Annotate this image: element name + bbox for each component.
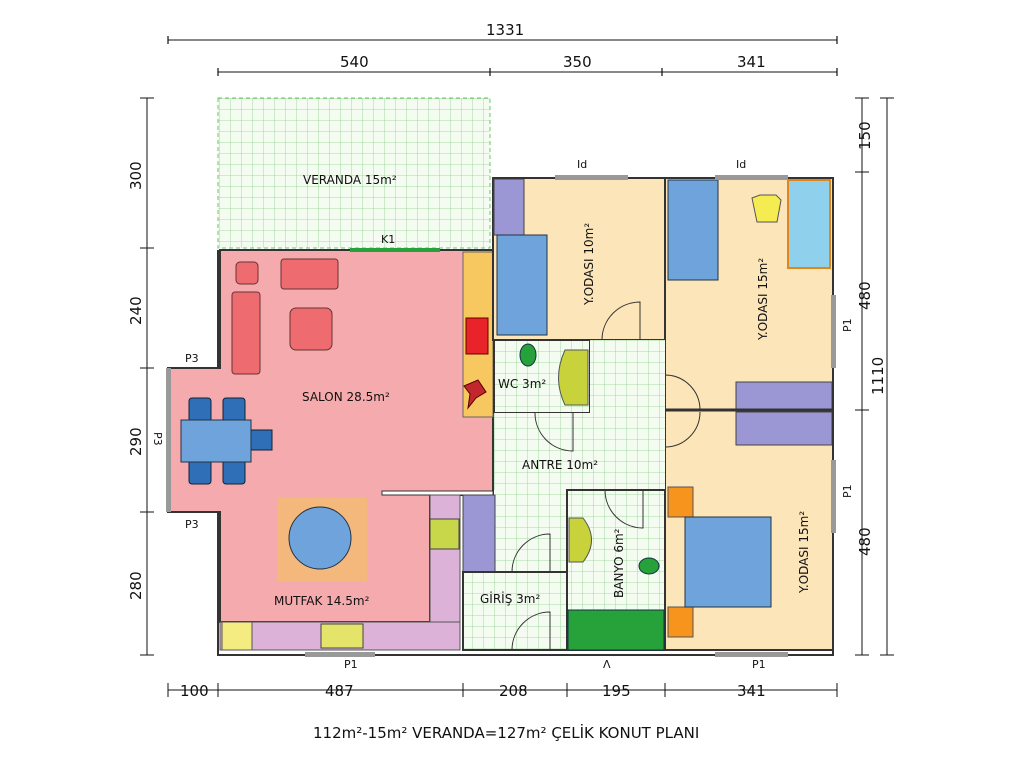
window-k1 xyxy=(350,248,440,252)
wardrobe-icon xyxy=(735,411,833,446)
giris-area xyxy=(462,571,568,651)
door-bedroom-top xyxy=(664,374,701,411)
stove-icon xyxy=(429,518,460,550)
wc-label: WC 3m² xyxy=(498,377,546,391)
dining-chair-end xyxy=(249,429,273,451)
nightstand-icon xyxy=(667,486,694,518)
bed-single-icon xyxy=(667,179,719,281)
desk-chair-icon xyxy=(751,194,782,223)
dim-left-4: 280 xyxy=(127,571,145,600)
window-label-p3-top: P3 xyxy=(185,352,199,365)
shoe-cabinet-icon xyxy=(462,494,496,573)
yodasi-top-label: Y.ODASI 15m² xyxy=(756,258,770,341)
dim-bottom-4: 195 xyxy=(602,682,631,700)
veranda-label: VERANDA 15m² xyxy=(303,173,397,187)
antre-area-upper xyxy=(590,340,665,413)
window-label-p1-right-bottom: P1 xyxy=(841,484,854,498)
door-wc xyxy=(534,412,574,452)
veranda-area xyxy=(217,97,491,249)
toilet-icon xyxy=(519,343,537,367)
mutfak-label: MUTFAK 14.5m² xyxy=(274,594,370,608)
dim-bottom-1: 100 xyxy=(180,682,209,700)
plan-caption: 112m²-15m² VERANDA=127m² ÇELİK KONUT PLA… xyxy=(313,723,699,742)
yodasi-bottom-label: Y.ODASI 15m² xyxy=(797,511,811,594)
tv-icon xyxy=(465,317,489,355)
window-p1 xyxy=(305,652,375,657)
door-bedroom-bottom xyxy=(664,411,701,448)
window-id1 xyxy=(555,175,628,180)
window-label-p3-bottom: P3 xyxy=(185,518,199,531)
yodasi-small-label: Y.ODASI 10m² xyxy=(582,223,596,306)
sofa-three-seat-icon xyxy=(231,291,261,375)
dim-right-1: 150 xyxy=(856,121,874,150)
entrance-marker: Λ xyxy=(603,658,611,671)
fridge-icon xyxy=(221,621,253,651)
plant-icon xyxy=(463,379,487,410)
dim-left-3: 290 xyxy=(127,427,145,456)
dim-left-1: 300 xyxy=(127,161,145,190)
coffee-table-icon xyxy=(289,307,333,351)
dim-bottom-3: 208 xyxy=(499,682,528,700)
window-p1 xyxy=(715,652,788,657)
bed-single-icon xyxy=(496,234,548,336)
dim-right-3: 480 xyxy=(856,527,874,556)
antre-area xyxy=(494,413,665,490)
dim-right-2: 480 xyxy=(856,281,874,310)
bathtub-icon xyxy=(567,609,665,651)
window-label-p1-bottom-left: P1 xyxy=(344,658,358,671)
dim-bottom-5: 341 xyxy=(737,682,766,700)
dimension-lines xyxy=(140,36,894,697)
door-bedroom-small xyxy=(601,301,641,341)
window-bay xyxy=(166,368,171,512)
armchair-icon xyxy=(235,261,259,285)
dim-top-total: 1331 xyxy=(486,21,524,39)
dim-top-3: 341 xyxy=(737,53,766,71)
dim-bottom-2: 487 xyxy=(325,682,354,700)
washbasin-icon xyxy=(568,517,592,563)
window-id2 xyxy=(715,175,788,180)
dim-left-2: 240 xyxy=(127,296,145,325)
round-table-icon xyxy=(288,506,352,570)
dim-top-1: 540 xyxy=(340,53,369,71)
window-label-p3-side: P3 xyxy=(151,432,164,446)
hall-area xyxy=(495,490,567,572)
dim-right-total: 1110 xyxy=(869,357,887,395)
antre-label: ANTRE 10m² xyxy=(522,458,598,472)
nightstand-icon xyxy=(667,606,694,638)
window-p1 xyxy=(831,295,836,368)
entrance-door xyxy=(511,611,551,651)
dining-table-icon xyxy=(180,419,252,463)
window-label-id1: Id xyxy=(577,158,587,171)
window-label-id2: Id xyxy=(736,158,746,171)
window-label-k1: K1 xyxy=(381,233,395,246)
sink-icon xyxy=(320,623,364,649)
door-banyo xyxy=(604,489,644,529)
kitchen-counter xyxy=(429,494,461,623)
toilet-icon xyxy=(638,557,660,575)
salon-label: SALON 28.5m² xyxy=(302,390,390,404)
door-giris-inner xyxy=(511,533,551,573)
dim-top-2: 350 xyxy=(563,53,592,71)
banyo-label: BANYO 6m² xyxy=(612,528,626,598)
wardrobe-icon xyxy=(493,178,525,236)
window-label-p1-bottom-right: P1 xyxy=(752,658,766,671)
washbasin-icon xyxy=(558,349,589,406)
kitchen-partition xyxy=(381,490,494,496)
sofa-two-seat-icon xyxy=(280,258,339,290)
double-bed-icon xyxy=(684,516,772,608)
giris-label: GİRİŞ 3m² xyxy=(480,591,540,606)
window-p1 xyxy=(831,460,836,533)
desk-icon xyxy=(787,179,831,269)
window-label-p1-right-top: P1 xyxy=(841,318,854,332)
